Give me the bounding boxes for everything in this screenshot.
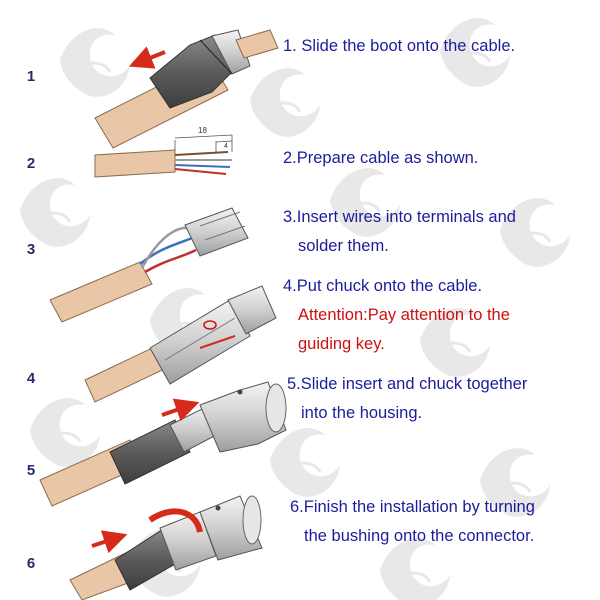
- step-3-line-1: 3.Insert wires into terminals and: [283, 208, 516, 226]
- step-3-line-2: solder them.: [298, 237, 389, 255]
- step-6-rotate-arrow: [148, 508, 203, 533]
- step-4-text: 4.Put chuck onto the cable. Attention:Pa…: [283, 272, 510, 359]
- step-6-arrow: [91, 530, 128, 554]
- dimension-strip-label: 4: [224, 143, 228, 150]
- step-4-line-1: 4.Put chuck onto the cable.: [283, 277, 483, 295]
- step-4-illustration: [84, 285, 277, 403]
- step-3-text: 3.Insert wires into terminals and solder…: [283, 203, 516, 261]
- step-2-line-1: 2.Prepare cable as shown.: [283, 149, 479, 167]
- step-4-attention-line-1: Attention:Pay attention to the: [298, 306, 510, 324]
- step-3-number: 3: [26, 241, 36, 258]
- step-5-line-1: 5.Slide insert and chuck together: [287, 375, 528, 393]
- step-6-illustration: [69, 495, 263, 600]
- step-2-illustration: 18 4: [94, 126, 233, 178]
- step-2-text: 2.Prepare cable as shown.: [283, 144, 478, 173]
- step-5-arrow: [161, 398, 200, 422]
- step-6-line-2: the bushing onto the connector.: [304, 527, 535, 545]
- step-3-illustration: [49, 207, 249, 323]
- dimension-length-label: 18: [198, 126, 207, 135]
- step-1-text: 1. Slide the boot onto the cable.: [283, 32, 515, 61]
- step-5-text: 5.Slide insert and chuck together into t…: [287, 370, 527, 428]
- step-5-line-2: into the housing.: [301, 404, 423, 422]
- step-4-attention-line-2: guiding key.: [298, 335, 385, 353]
- step-4-guiding-key-mark: [199, 335, 236, 349]
- step-6-number: 6: [26, 555, 36, 572]
- step-6-line-1: 6.Finish the installation by turning: [290, 498, 535, 516]
- step-1-line-1: 1. Slide the boot onto the cable.: [283, 37, 516, 55]
- step-5-illustration: [39, 381, 287, 507]
- step-1-illustration: [94, 29, 279, 149]
- step-1-arrow: [128, 46, 166, 69]
- step-4-number: 4: [26, 370, 36, 387]
- step-1-number: 1: [26, 68, 36, 85]
- step-5-number: 5: [26, 462, 36, 479]
- step-6-text: 6.Finish the installation by turning the…: [290, 493, 535, 551]
- step-2-number: 2: [26, 155, 36, 172]
